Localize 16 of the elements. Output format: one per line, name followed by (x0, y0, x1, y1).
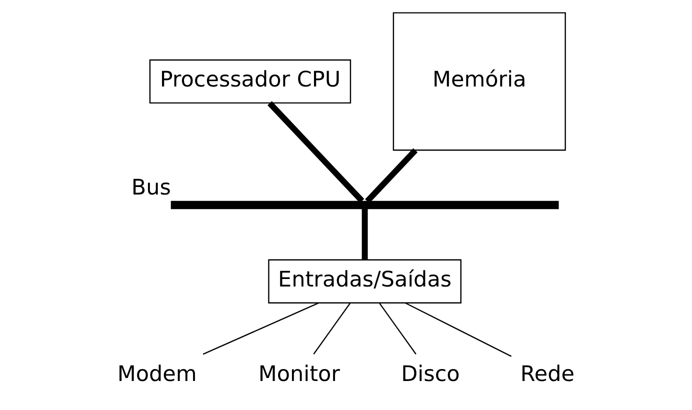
node-label: Bus (131, 176, 171, 201)
node-bar (170, 200, 559, 210)
connector (362, 208, 368, 260)
node-box: Entradas/Saídas (268, 259, 462, 304)
connector (378, 302, 416, 354)
node-text: Monitor (258, 362, 340, 387)
node-text: Disco (401, 362, 460, 387)
connector (365, 148, 418, 204)
node-box: Processador CPU (149, 59, 352, 104)
connector (202, 302, 319, 355)
connector (405, 302, 512, 357)
connector (313, 302, 351, 354)
node-box: Memória (392, 12, 566, 151)
connector (268, 101, 364, 203)
node-text: Modem (117, 362, 197, 387)
node-text: Rede (520, 362, 574, 387)
